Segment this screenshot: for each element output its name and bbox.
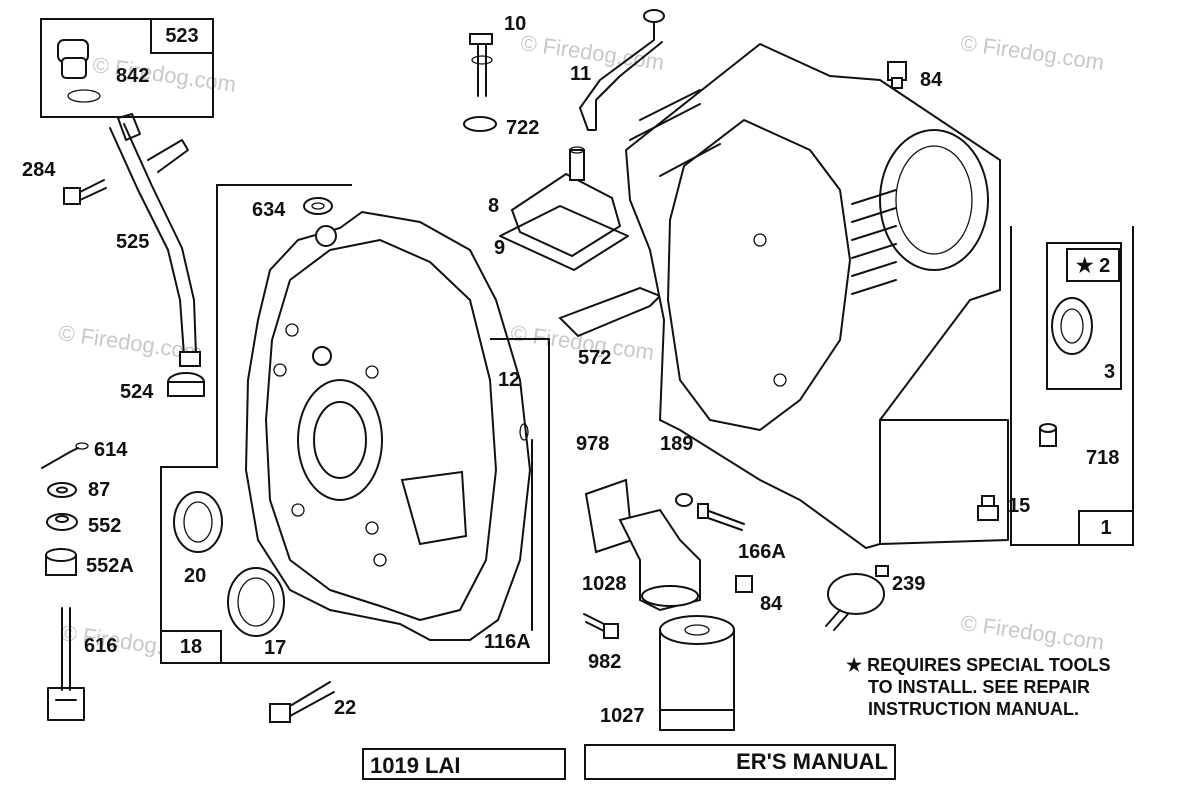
o-ring-722-drawing (463, 116, 497, 132)
special-tools-note: ★ REQUIRES SPECIAL TOOLS TO INSTALL. SEE… (846, 654, 1111, 720)
plug-84-top-drawing (887, 61, 907, 89)
note-line-1: ★ REQUIRES SPECIAL TOOLS (846, 655, 1111, 675)
part-label-22: 22 (334, 697, 357, 719)
part-label-525: 525 (116, 231, 150, 253)
manual-box-right: ER'S MANUAL (584, 744, 896, 780)
breather-fitting-drawing (469, 33, 493, 97)
part-label-572: 572 (578, 347, 612, 369)
part-label-842: 842 (116, 65, 150, 87)
bolt-284-drawing (63, 179, 107, 205)
crankcase-cover-drawing (244, 210, 532, 641)
part-label-552a: 552A (86, 555, 134, 577)
bushing-718-drawing (1039, 423, 1057, 447)
seal-20-drawing (173, 491, 223, 553)
bolt-982-drawing (583, 613, 619, 639)
part-label-552: 552 (88, 515, 122, 537)
small-parts-left-drawing (41, 442, 89, 576)
plate-572-drawing (558, 286, 662, 338)
governor-shaft-drawing (47, 607, 85, 721)
part-label-3: 3 (1104, 361, 1116, 383)
breather-cover-drawing (499, 146, 629, 271)
seal-524-drawing (167, 372, 205, 397)
bearing-17-drawing (227, 567, 285, 637)
part-label-616: 616 (84, 635, 118, 657)
plug-84-lower-drawing (735, 575, 753, 593)
oil-pump-drawing (584, 478, 745, 612)
part-label-116a: 116A (484, 631, 531, 653)
group-label-523: 523 (150, 18, 214, 54)
group-box-18 (160, 466, 550, 664)
group-label-18: 18 (160, 630, 222, 664)
group-box-18-upper (216, 184, 352, 468)
part-label-10: 10 (504, 13, 527, 35)
part-label-718: 718 (1086, 447, 1120, 469)
engine-block-drawing (624, 42, 1009, 550)
plug-15-drawing (977, 495, 999, 521)
part-label-634: 634 (252, 199, 286, 221)
bolt-22-drawing (269, 681, 335, 723)
part-label-17: 17 (264, 637, 287, 659)
part-label-87: 87 (88, 479, 111, 501)
part-label-20: 20 (184, 565, 207, 587)
manual-box-left: 1019 LAI (362, 748, 566, 780)
oil-fill-cap-drawing (57, 39, 101, 103)
seal-3-drawing (1051, 297, 1093, 355)
part-label-9: 9 (494, 237, 506, 259)
part-label-284: 284 (22, 159, 56, 181)
note-line-2: TO INSTALL. SEE REPAIR (868, 677, 1091, 697)
group-box-18-right (490, 338, 550, 468)
part-label-614: 614 (94, 439, 128, 461)
part-label-982: 982 (588, 651, 622, 673)
part-label-84-lower: 84 (760, 593, 783, 615)
part-label-12: 12 (498, 369, 521, 391)
seal-634-drawing (303, 197, 333, 215)
oil-filter-drawing (659, 615, 735, 731)
sensor-239-drawing (825, 565, 889, 631)
group-label-1: 1 (1078, 510, 1134, 546)
part-label-15: 15 (1008, 495, 1031, 517)
part-label-11: 11 (570, 63, 592, 85)
group-label-2: ★ 2 (1066, 248, 1120, 282)
group-box-523 (40, 18, 214, 118)
part-label-239: 239 (892, 573, 926, 595)
rod-11-drawing (579, 9, 665, 131)
part-label-722: 722 (506, 117, 540, 139)
part-label-166a: 166A (738, 541, 786, 563)
group-box-18-step (160, 466, 218, 468)
part-label-84-top: 84 (920, 69, 943, 91)
part-label-1027: 1027 (600, 705, 645, 727)
dipstick-tube-drawing (109, 113, 201, 367)
part-label-189: 189 (660, 433, 694, 455)
part-label-978: 978 (576, 433, 610, 455)
pin-116a-drawing (519, 423, 533, 631)
part-label-524: 524 (120, 381, 154, 403)
note-line-3: INSTRUCTION MANUAL. (868, 699, 1079, 719)
group-box-1 (1010, 226, 1134, 546)
part-label-8: 8 (488, 195, 500, 217)
group-box-2 (1046, 242, 1122, 390)
part-label-1028: 1028 (582, 573, 627, 595)
